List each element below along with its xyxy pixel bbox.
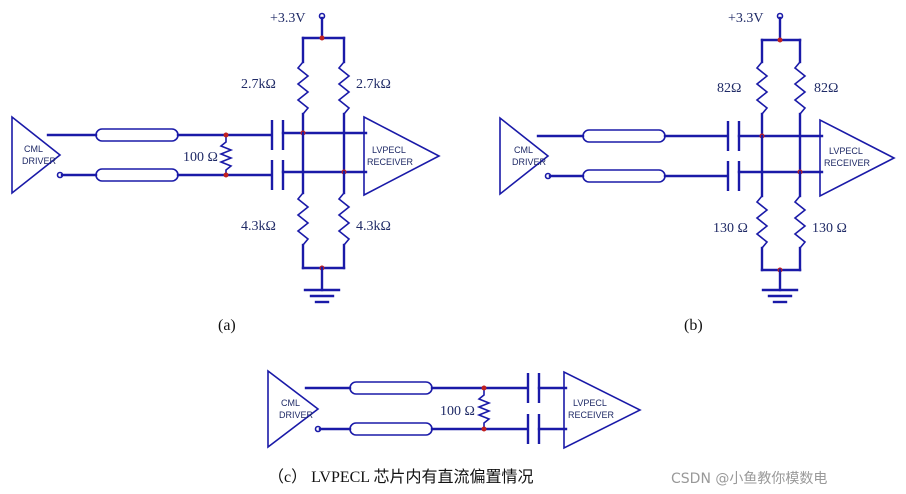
driver-label-line2: DRIVER	[22, 156, 57, 166]
resistor-termination	[476, 388, 492, 429]
pullup-right-value: 2.7kΩ	[356, 77, 391, 92]
cml-driver	[499, 116, 550, 196]
receiver-label-line1: LVPECL	[372, 145, 406, 155]
transmission-line-top	[582, 129, 666, 143]
transmission-line-bottom	[582, 169, 666, 183]
supply-label: +3.3V	[728, 11, 764, 26]
panel-c: CML DRIVER 100 Ω LVPECL RECEIVER （c） LVP…	[267, 369, 642, 486]
resistor-pulldown-right	[793, 195, 807, 249]
termination-value: 100 Ω	[183, 150, 218, 165]
pulldown-left-value: 4.3kΩ	[241, 219, 276, 234]
resistor-pullup-left	[296, 61, 310, 115]
resistor-pullup-right	[337, 61, 351, 115]
transmission-line-top	[95, 128, 179, 142]
driver-label-line1: CML	[24, 144, 43, 154]
driver-label-line1: CML	[281, 398, 300, 408]
driver-label-line2: DRIVER	[279, 410, 314, 420]
lvpecl-receiver	[363, 115, 441, 197]
panel-b: +3.3V 82Ω 82Ω CML DRIVER LVPECL RECEIVER	[499, 11, 896, 334]
receiver-label-line1: LVPECL	[829, 146, 863, 156]
cml-driver	[11, 115, 62, 195]
receiver-label-line2: RECEIVER	[367, 157, 414, 167]
pulldown-right-value: 4.3kΩ	[356, 219, 391, 234]
resistor-pulldown-left	[755, 195, 769, 249]
caption-a: (a)	[218, 317, 236, 334]
pulldown-left-value: 130 Ω	[713, 221, 748, 236]
pullup-left-value: 2.7kΩ	[241, 77, 276, 92]
driver-label-line1: CML	[514, 145, 533, 155]
resistor-pullup-right	[793, 61, 807, 115]
ground-icon	[761, 268, 799, 304]
transmission-line-bottom	[349, 422, 433, 436]
caption-c: （c） LVPECL 芯片内有直流偏置情况	[268, 468, 534, 486]
receiver-label-line2: RECEIVER	[824, 158, 871, 168]
cml-driver	[267, 369, 320, 449]
transmission-line-top	[349, 381, 433, 395]
pullup-left-value: 82Ω	[717, 81, 741, 96]
resistor-pullup-left	[755, 61, 769, 115]
driver-label-line2: DRIVER	[512, 157, 547, 167]
supply-label: +3.3V	[270, 11, 306, 26]
resistor-pulldown-right	[337, 192, 351, 246]
resistor-termination	[218, 135, 234, 175]
transmission-line-bottom	[95, 168, 179, 182]
receiver-label-line1: LVPECL	[573, 398, 607, 408]
node-dot	[319, 35, 325, 41]
pulldown-right-value: 130 Ω	[812, 221, 847, 236]
lvpecl-receiver	[819, 118, 896, 198]
pullup-right-value: 82Ω	[814, 81, 838, 96]
ground-icon	[303, 266, 341, 304]
panel-a: +3.3V 2.7kΩ 2.7kΩ CML DRIVER 100 Ω	[11, 11, 441, 334]
termination-value: 100 Ω	[440, 404, 475, 419]
watermark: CSDN @小鱼教你模数电	[671, 470, 827, 487]
resistor-pulldown-left	[296, 192, 310, 246]
caption-b: (b)	[684, 317, 703, 334]
lvpecl-receiver	[563, 370, 642, 450]
receiver-label-line2: RECEIVER	[568, 410, 615, 420]
